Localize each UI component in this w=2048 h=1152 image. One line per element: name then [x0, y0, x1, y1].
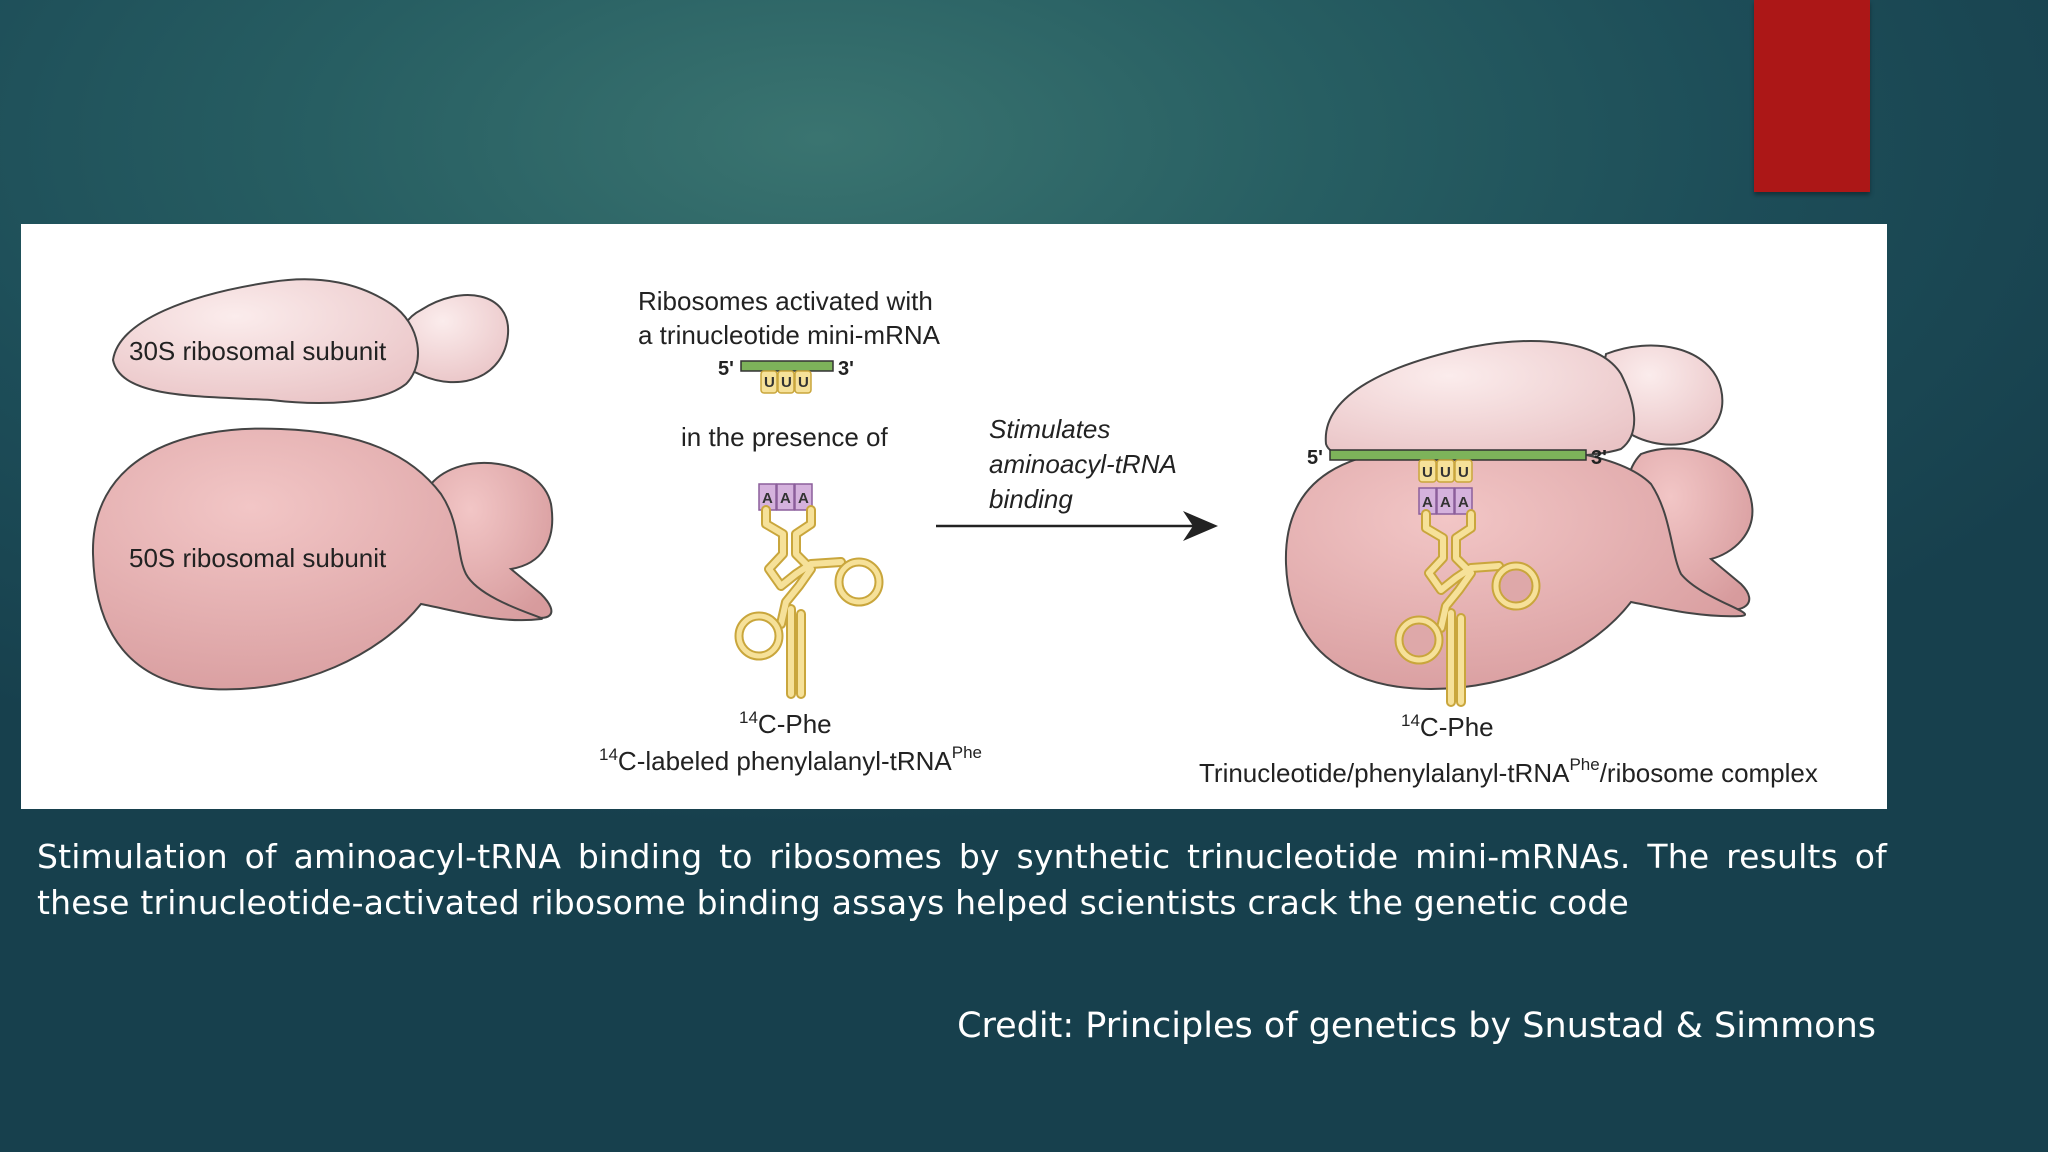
mini-mrna: 5' 3' U U U	[718, 358, 854, 394]
arrow-line3: binding	[989, 484, 1073, 514]
figure-caption: Stimulation of aminoacyl-tRNA binding to…	[37, 837, 1887, 922]
diagram-svg: 30S ribosomal subunit 50S ribosomal subu…	[91, 278, 1818, 788]
arrow-line2: aminoacyl-tRNA	[989, 449, 1177, 479]
activation-line1: Ribosomes activated with	[638, 286, 933, 316]
presence-label: in the presence of	[681, 422, 888, 452]
mrna-3prime-label: 3'	[838, 358, 854, 380]
anticodon-boxes: A A A	[758, 483, 813, 511]
complex-label-sup: Phe	[1569, 755, 1599, 774]
complex-anticodon-nt-3: A	[1458, 494, 1469, 511]
complex-codon-nt-2: U	[1440, 464, 1451, 481]
codon-nt-3: U	[798, 374, 809, 391]
phe-label-right: 14C-Phe	[1401, 711, 1494, 742]
mrna-5prime-label: 5'	[718, 358, 734, 380]
complex-5prime-label: 5'	[1307, 447, 1323, 469]
trna-bound: A A A	[1394, 487, 1541, 707]
complex-anticodon-nt-2: A	[1440, 494, 1451, 511]
subunit-50s-label: 50S ribosomal subunit	[129, 543, 387, 573]
trna-label-sup14: 14	[599, 745, 618, 764]
complex-label-post: /ribosome complex	[1600, 758, 1818, 788]
complex-codon-nt-1: U	[1422, 464, 1433, 481]
complex-codon-nt-3: U	[1458, 464, 1469, 481]
anticodon-nt-1: A	[762, 490, 773, 507]
complex-3prime-label: 3'	[1591, 447, 1607, 469]
codon-nt-1: U	[764, 374, 775, 391]
phe-text-right: C-Phe	[1420, 712, 1494, 742]
anticodon-nt-2: A	[780, 490, 791, 507]
anticodon-nt-3: A	[798, 490, 809, 507]
credit-line: Credit: Principles of genetics by Snusta…	[957, 1006, 1876, 1046]
red-accent-tab	[1754, 0, 1870, 192]
subunit-30s-label: 30S ribosomal subunit	[129, 336, 387, 366]
complex-label-pre: Trinucleotide/phenylalanyl-tRNA	[1199, 758, 1570, 788]
phe-sup-left: 14	[739, 708, 758, 727]
trna-label-main: C-labeled phenylalanyl-tRNA	[618, 746, 952, 776]
complex-30s-shape	[1324, 340, 1724, 459]
subunit-50s-shape	[91, 427, 554, 691]
codon-boxes: U U U	[760, 370, 812, 394]
trna-label: 14C-labeled phenylalanyl-tRNAPhe	[599, 743, 982, 776]
codon-nt-2: U	[781, 374, 792, 391]
diagram-figure: 30S ribosomal subunit 50S ribosomal subu…	[21, 224, 1887, 809]
phe-text-left: C-Phe	[758, 709, 832, 739]
complex-anticodon-nt-1: A	[1422, 494, 1433, 511]
phe-sup-right: 14	[1401, 711, 1420, 730]
complex-label: Trinucleotide/phenylalanyl-tRNAPhe/ribos…	[1199, 755, 1818, 788]
phe-label-left: 14C-Phe	[739, 708, 832, 739]
activation-line2: a trinucleotide mini-mRNA	[638, 320, 941, 350]
subunit-30s-shape	[111, 278, 510, 404]
complex-mrna: 5' 3' U U U	[1307, 447, 1607, 483]
trna-free: A A A	[734, 483, 884, 699]
trna-label-phe: Phe	[952, 743, 982, 762]
arrow-line1: Stimulates	[989, 414, 1110, 444]
